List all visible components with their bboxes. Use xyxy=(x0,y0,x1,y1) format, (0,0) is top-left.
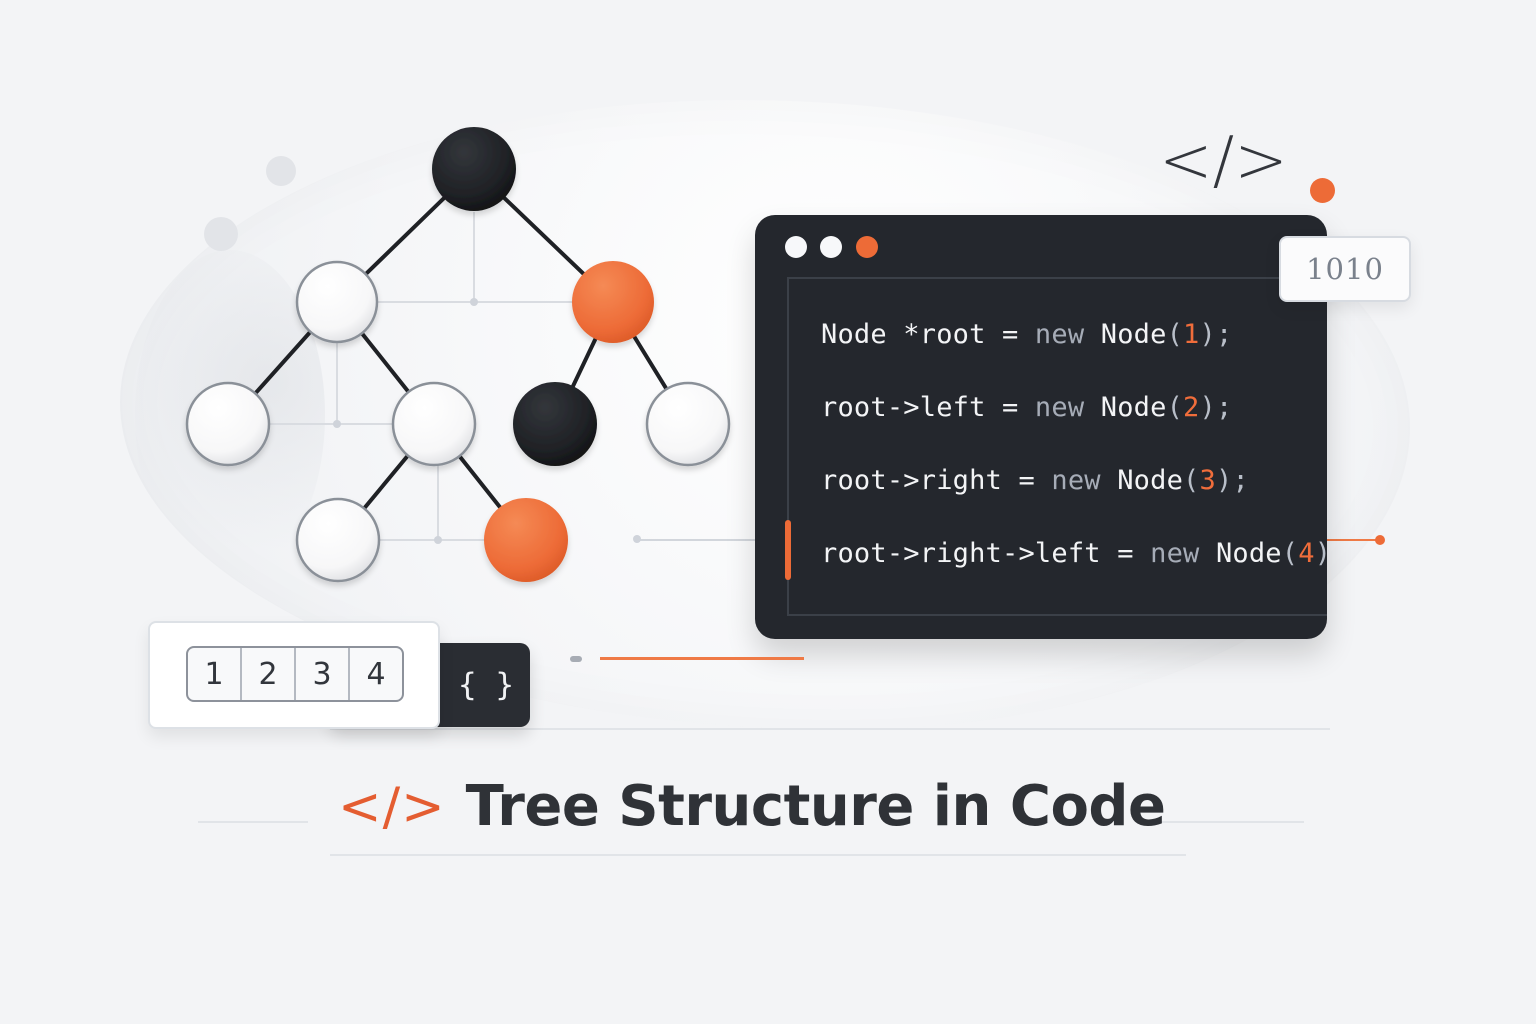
connector-dot xyxy=(570,656,582,662)
code-window: Node *root = new Node(1); root->left = n… xyxy=(755,215,1327,639)
accent-dot xyxy=(1310,178,1335,203)
braces-icon: { } xyxy=(458,667,514,703)
page-title: Tree Structure in Code xyxy=(465,774,1166,839)
code-token-plain: root->left = xyxy=(821,392,1035,423)
code-token-keyword: new xyxy=(1051,465,1101,496)
title-code-icon: </> xyxy=(338,777,446,837)
code-token-number: 3 xyxy=(1199,465,1216,496)
divider-line xyxy=(198,821,308,823)
window-dot-maximize[interactable] xyxy=(856,236,878,258)
tree-node-left-left xyxy=(185,381,271,467)
window-dot-minimize[interactable] xyxy=(820,236,842,258)
connector-dot xyxy=(633,535,641,543)
code-token-plain: Node xyxy=(1084,392,1167,423)
sequence-cell: 3 xyxy=(296,648,350,700)
code-token-plain: Node xyxy=(1084,319,1167,350)
tree-node-left xyxy=(295,260,379,344)
code-window-bottom-divider xyxy=(787,614,1327,616)
code-line: Node *root = new Node(1); xyxy=(821,314,1321,387)
code-token-keyword: new xyxy=(1150,538,1200,569)
tree-node-root xyxy=(432,127,516,211)
decorative-dot xyxy=(266,156,296,186)
tree-node-left-right xyxy=(391,381,477,467)
tree-edges xyxy=(226,167,690,542)
code-token-paren: ); xyxy=(1215,465,1249,496)
connector-line xyxy=(638,539,756,541)
code-token-paren: ( xyxy=(1166,392,1184,423)
divider-line xyxy=(330,854,1186,856)
tree-node-left-right-right xyxy=(484,498,568,582)
code-gutter-line xyxy=(787,279,789,616)
divider-line xyxy=(330,728,1330,730)
tree-node-right-right xyxy=(645,381,731,467)
code-token-paren: ( xyxy=(1281,538,1299,569)
tree-node-left-right-left xyxy=(295,497,381,583)
code-token-number: 4 xyxy=(1298,538,1315,569)
code-line: root->right->left = new Node(4); xyxy=(821,533,1327,606)
code-line: root->right = new Node(3); xyxy=(821,460,1321,533)
code-token-paren: ); xyxy=(1199,319,1233,350)
tree-guide-dot xyxy=(333,420,341,428)
code-token-keyword: new xyxy=(1034,319,1085,350)
tree-guide-dot xyxy=(470,298,478,306)
tree-node-right xyxy=(572,261,654,343)
code-token-paren: ); xyxy=(1315,538,1327,569)
code-token-plain: Node xyxy=(1199,538,1282,569)
code-token-keyword: new xyxy=(1034,392,1085,423)
sequence-cell: 2 xyxy=(242,648,296,700)
code-token-number: 1 xyxy=(1183,319,1200,350)
tree-guides xyxy=(269,212,572,544)
tree-guide-dot xyxy=(434,536,442,544)
code-token-plain: Node *root = xyxy=(821,319,1035,350)
divider-line xyxy=(1154,821,1304,823)
code-token-plain: root->right->left = xyxy=(821,538,1151,569)
code-tag-icon: </> xyxy=(1159,124,1288,198)
code-token-plain: Node xyxy=(1100,465,1184,496)
sequence-cell: 4 xyxy=(366,656,386,692)
tree-nodes xyxy=(185,127,731,583)
code-token-paren: ( xyxy=(1183,465,1200,496)
binary-badge: 1010 xyxy=(1279,236,1411,302)
sequence-cell: 1 xyxy=(188,648,242,700)
window-titlebar xyxy=(755,215,1327,279)
connector-dot-orange xyxy=(1375,535,1385,545)
code-token-paren: ( xyxy=(1166,319,1184,350)
code-lines: Node *root = new Node(1); root->left = n… xyxy=(821,314,1327,606)
sequence-strip: 1 2 3 4 xyxy=(186,646,404,702)
code-token-plain: root->right = xyxy=(821,465,1052,496)
active-line-marker xyxy=(785,520,791,580)
decorative-dot xyxy=(204,217,238,251)
connector-line-orange xyxy=(1327,539,1379,541)
tree-node-right-left xyxy=(513,382,597,466)
code-window-divider xyxy=(787,277,1327,279)
code-token-number: 2 xyxy=(1183,392,1200,423)
title-group: </> Tree Structure in Code xyxy=(338,770,1166,844)
connector-line-orange xyxy=(600,657,804,660)
window-dot-close[interactable] xyxy=(785,236,807,258)
code-token-paren: ); xyxy=(1199,392,1233,423)
code-line: root->left = new Node(2); xyxy=(821,387,1321,460)
